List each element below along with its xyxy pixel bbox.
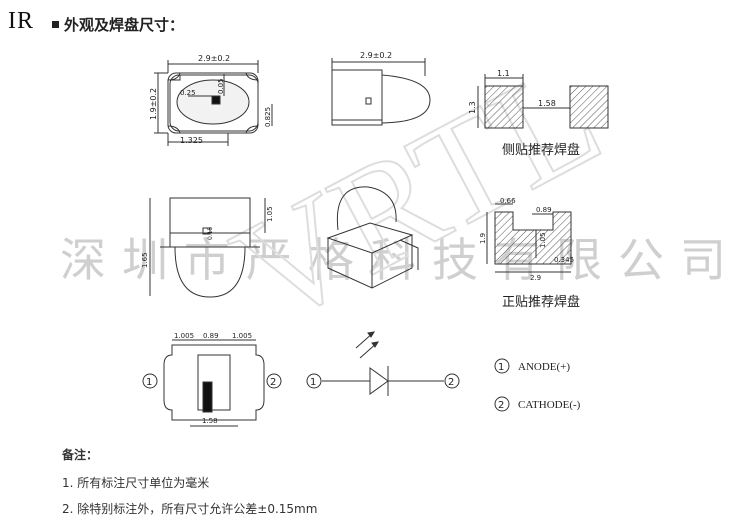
dim-side-width: 2.9±0.2 [360, 51, 392, 60]
pin1-circle [142, 373, 158, 389]
dim-bot-r: 1.005 [232, 332, 252, 340]
section-title: 外观及焊盘尺寸： [52, 14, 184, 35]
bottom-view [163, 339, 265, 427]
note-1: 1. 所有标注尺寸单位为毫米 [62, 476, 210, 490]
dim-top-height: 1.9±0.2 [149, 88, 158, 120]
dim-top-width: 2.9±0.2 [198, 54, 230, 63]
legend-pin2-circle [494, 396, 510, 412]
pad-front-c: 1.05 [539, 232, 547, 248]
dim-005: 0.05 [217, 78, 225, 94]
pad-front-b: 0.89 [536, 206, 552, 214]
pad-front-a: 0.66 [500, 197, 516, 205]
pin1-label: 1 [146, 377, 152, 388]
legend-pin1-label: 1 [498, 362, 504, 373]
front-view [149, 197, 266, 298]
pad-side-h: 1.3 [468, 101, 477, 114]
legend-anode: ANODE(+) [518, 361, 570, 373]
pad-front-h: 1.9 [479, 233, 487, 244]
pad-side-w: 1.1 [497, 69, 510, 78]
pin2-label: 2 [270, 377, 276, 388]
dim-105: 1.05 [266, 206, 274, 222]
pad-front-w: 2.9 [530, 274, 541, 282]
bullet-square-icon [52, 21, 59, 28]
note-2: 2. 除特别标注外，所有尺寸允许公差±0.15mm [62, 502, 318, 516]
dim-bot-w: 1.58 [202, 417, 218, 425]
dim-bot-l: 1.005 [174, 332, 194, 340]
pad-front-label: 正贴推荐焊盘 [502, 294, 580, 310]
pad-side [477, 74, 609, 129]
top-view [154, 60, 273, 146]
diode-symbol [322, 331, 444, 396]
dim-1325: 1.325 [180, 136, 203, 145]
legend-pin1-circle [494, 358, 510, 374]
legend-pin2-label: 2 [498, 400, 504, 411]
pin2-circle [266, 373, 282, 389]
sym-pin1-label: 1 [310, 377, 316, 388]
dim-025: 0.25 [180, 89, 196, 97]
dim-bot-m: 0.89 [203, 332, 219, 340]
sym-pin1-circle [306, 373, 322, 389]
notes-title: 备注： [62, 448, 99, 462]
sym-pin2-label: 2 [448, 377, 454, 388]
dim-015: 0.15 [207, 226, 214, 240]
pad-side-label: 侧贴推荐焊盘 [502, 142, 580, 158]
sym-pin2-circle [444, 373, 460, 389]
iso-view [326, 186, 419, 289]
side-view [331, 58, 431, 126]
ir-prefix: IR [8, 8, 34, 34]
pad-side-gap: 1.58 [538, 99, 556, 108]
pad-front-d: 0.345 [554, 256, 574, 264]
pad-front [486, 203, 572, 273]
dim-0825: 0.825 [264, 107, 272, 127]
legend-cathode: CATHODE(-) [518, 399, 581, 411]
dim-165: 1.65 [141, 252, 149, 268]
